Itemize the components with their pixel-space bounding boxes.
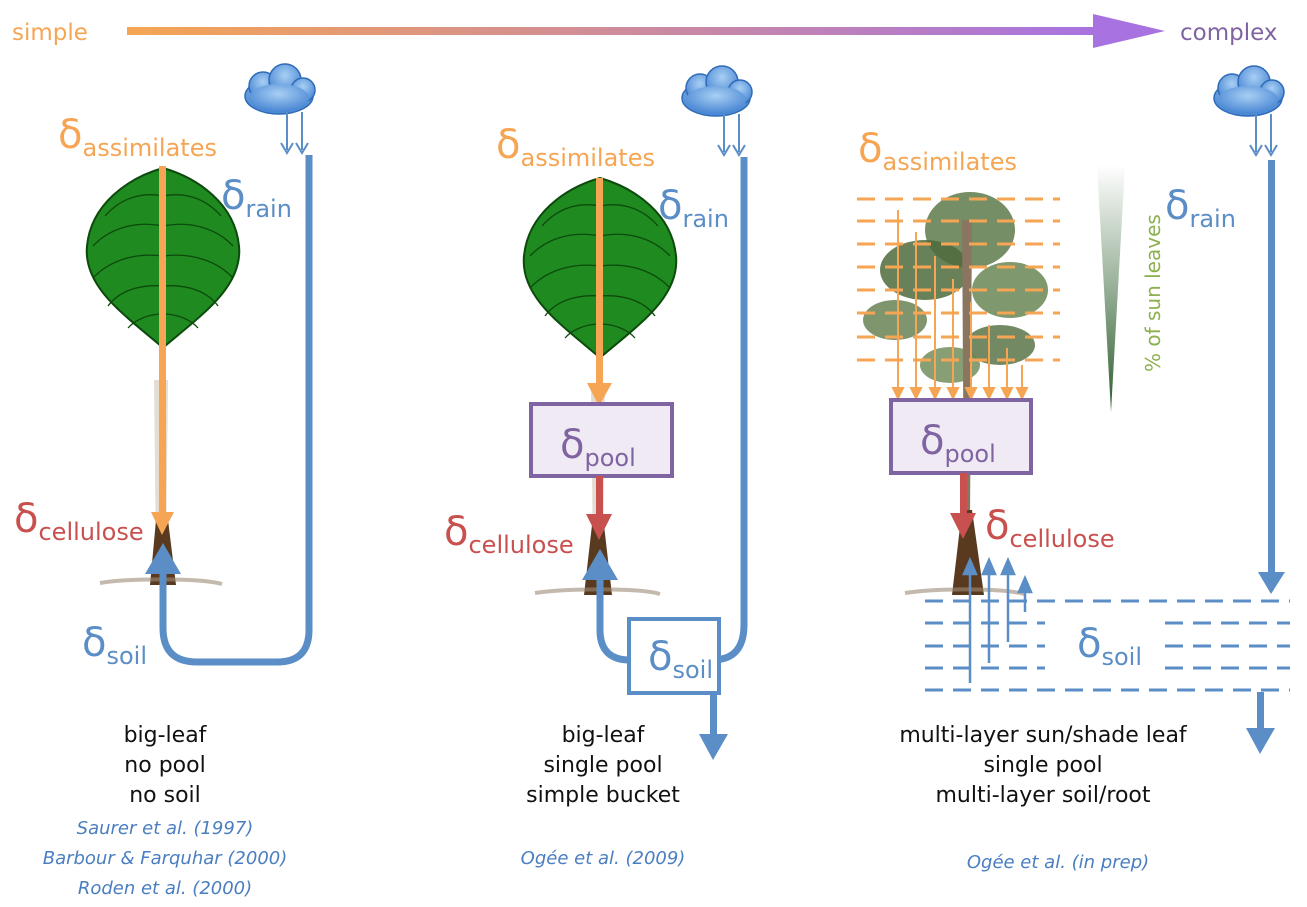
delta-cellulose-label: δcellulose	[14, 496, 144, 546]
delta-assimilates-label: δassimilates	[496, 122, 655, 172]
delta-assimilates-label: δassimilates	[58, 112, 217, 162]
delta-soil-label: δsoil	[648, 634, 713, 684]
assimilate-arrows	[891, 210, 1029, 401]
water-flow-loop	[159, 155, 313, 666]
delta-rain-label: δrain	[1165, 183, 1236, 233]
panel-2: δpool δsoil δassimilates δrain δcellulos…	[444, 65, 753, 869]
canopy-layers	[857, 197, 1060, 362]
cloud-icon	[681, 65, 753, 117]
soil-bucket-box	[627, 617, 721, 695]
delta-cellulose-label: δcellulose	[985, 503, 1115, 553]
delta-pool-label: δpool	[560, 422, 636, 472]
soil-layers	[925, 599, 1290, 692]
delta-rain-label: δrain	[658, 183, 729, 233]
panel-2-line-2: single pool	[543, 753, 662, 778]
scale-simple-label: simple	[12, 20, 88, 46]
complexity-scale-arrowhead	[1093, 14, 1165, 48]
delta-cellulose-label: δcellulose	[444, 509, 574, 559]
panel-1: δassimilates δrain δcellulose δsoil big-…	[14, 63, 316, 899]
scale-complex-label: complex	[1180, 20, 1277, 46]
panel-3: δpool % of sun leaves δassimilates δrain	[857, 65, 1290, 873]
panel-1-line-3: no soil	[129, 783, 201, 808]
panel-1-line-1: big-leaf	[124, 723, 208, 748]
rain-flow-line	[1268, 160, 1275, 575]
cellulose-flow-arrow	[960, 473, 967, 515]
cloud-icon	[244, 63, 316, 115]
panel-1-citation-1: Saurer et al. (1997)	[77, 818, 254, 839]
cloud-icon	[1213, 65, 1285, 117]
drainage-arrow	[710, 693, 717, 736]
delta-assimilates-label: δassimilates	[858, 126, 1017, 176]
panel-2-line-3: simple bucket	[526, 783, 680, 808]
root-uptake-arrows	[962, 556, 1033, 683]
delta-soil-label: δsoil	[1077, 621, 1142, 671]
panel-2-citation-1: Ogée et al. (2009)	[521, 848, 686, 869]
soil-uptake-line	[596, 576, 631, 664]
panel-3-line-1: multi-layer sun/shade leaf	[899, 723, 1188, 748]
panel-3-citation-1: Ogée et al. (in prep)	[967, 852, 1149, 873]
delta-pool-label: δpool	[920, 418, 996, 468]
panel-1-citation-2: Barbour & Farquhar (2000)	[43, 848, 288, 869]
cellulose-flow-arrow	[596, 476, 603, 516]
assimilates-flow-arrow	[159, 166, 166, 512]
panel-1-citation-3: Roden et al. (2000)	[78, 878, 252, 899]
delta-soil-label: δsoil	[82, 620, 147, 670]
drainage-arrow	[1257, 692, 1264, 730]
panel-3-line-3: multi-layer soil/root	[935, 783, 1150, 808]
panel-3-line-2: single pool	[983, 753, 1102, 778]
complexity-scale-arrow	[127, 27, 1093, 35]
assimilates-flow-arrow	[596, 178, 603, 385]
delta-rain-label: δrain	[221, 173, 292, 223]
sun-leaves-label: % of sun leaves	[1141, 214, 1165, 372]
sun-leaves-gradient-cone	[1097, 165, 1125, 412]
panel-2-line-1: big-leaf	[562, 723, 646, 748]
panel-1-line-2: no pool	[124, 753, 205, 778]
